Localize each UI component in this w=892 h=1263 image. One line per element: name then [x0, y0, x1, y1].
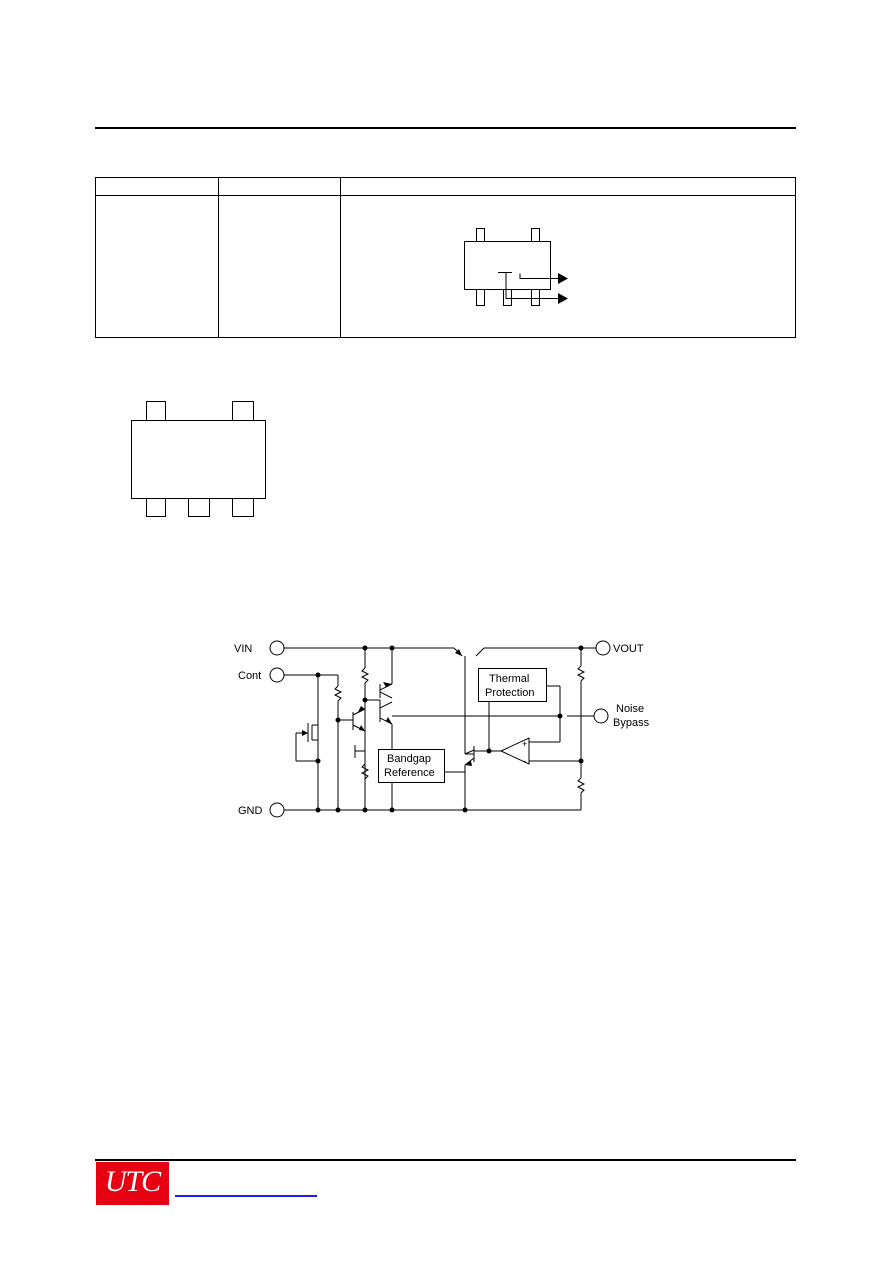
package-pin	[232, 401, 254, 421]
bandgap-reference-block	[378, 749, 445, 783]
reference-label: Reference	[384, 767, 435, 779]
marking-lead-line	[519, 273, 558, 279]
thermal-protection-block	[478, 668, 547, 702]
arrow-icon	[455, 649, 462, 656]
marking-package-body	[464, 241, 551, 290]
arrow-icon	[558, 273, 568, 284]
marking-lead-line	[505, 272, 558, 299]
marking-pin	[531, 228, 540, 242]
cont-terminal	[269, 667, 285, 683]
arrow-icon	[302, 730, 308, 736]
table-header-cell	[340, 177, 796, 196]
table-header-cell	[95, 177, 219, 196]
header-rule	[95, 127, 796, 129]
package-pin	[146, 401, 166, 421]
vin-terminal	[269, 640, 285, 656]
pin-configuration-diagram	[131, 401, 266, 517]
gnd-terminal	[269, 802, 285, 818]
utc-logo: UTC	[96, 1162, 169, 1205]
arrow-icon	[558, 293, 568, 304]
arrow-icon	[359, 725, 365, 731]
block-diagram: VIN Cont GND VOUT Noise Bypass Thermal P…	[234, 640, 650, 818]
noise-label: Noise	[616, 703, 644, 715]
package-pin	[188, 498, 210, 517]
arrow-icon	[386, 717, 392, 724]
package-body	[131, 420, 266, 499]
junction-dots	[315, 645, 584, 813]
table-cell	[218, 195, 341, 338]
thermal-label: Thermal	[489, 673, 529, 685]
marking-pin	[476, 228, 485, 242]
arrow-icon	[358, 706, 365, 712]
noise-bypass-terminal	[593, 708, 609, 724]
table-cell-marking	[340, 195, 796, 338]
marking-pin	[476, 289, 485, 306]
marking-pin	[503, 289, 512, 306]
footer-rule	[95, 1159, 796, 1161]
marking-diagram	[464, 228, 568, 306]
protection-label: Protection	[485, 687, 535, 699]
marking-pin	[531, 289, 540, 306]
bandgap-label: Bandgap	[387, 753, 431, 765]
bypass-label: Bypass	[613, 717, 650, 729]
marking-table-row	[95, 195, 796, 338]
marking-table-header	[95, 177, 796, 196]
package-pin	[146, 498, 166, 517]
arrow-icon	[383, 682, 392, 687]
utc-logo-text: UTC	[104, 1165, 161, 1198]
website-link[interactable]	[175, 1195, 317, 1197]
table-cell	[95, 195, 219, 338]
vin-label: VIN	[234, 643, 252, 655]
arrow-icon	[465, 761, 472, 766]
vout-terminal	[595, 640, 611, 656]
schematic-wires	[284, 647, 596, 811]
marking-table	[95, 177, 796, 338]
gnd-label: GND	[238, 805, 263, 817]
opamp-plus: +	[522, 739, 527, 749]
vout-label: VOUT	[613, 643, 644, 655]
package-pin	[232, 498, 254, 517]
cont-label: Cont	[238, 670, 261, 682]
table-header-cell	[218, 177, 341, 196]
opamp-minus: -	[523, 756, 526, 766]
